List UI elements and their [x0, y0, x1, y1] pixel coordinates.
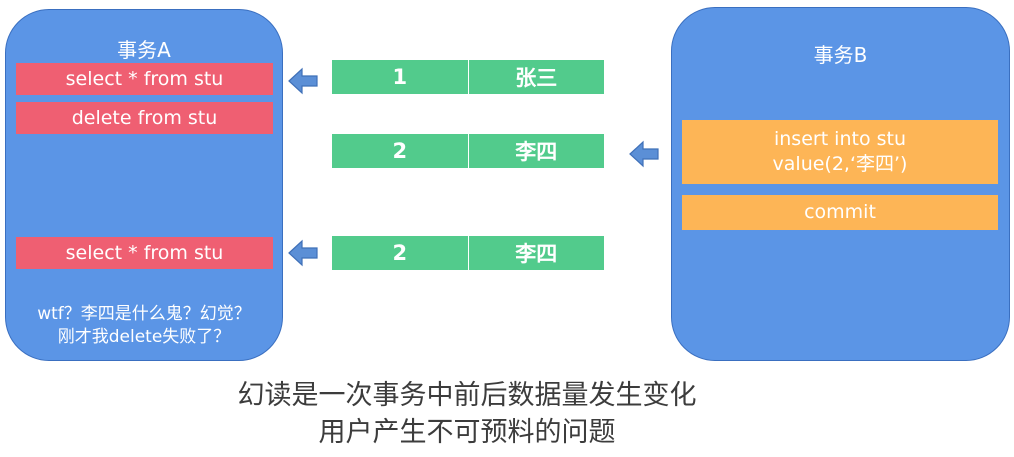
row-2-id: 2	[392, 139, 408, 163]
transaction-b-commit: commit	[682, 195, 998, 230]
data-row-3: 2 李四	[332, 236, 604, 270]
data-row-1: 1 张三	[332, 60, 604, 94]
row-2-name: 李四	[467, 134, 605, 168]
transaction-a-select-1: select * from stu	[16, 63, 273, 95]
transaction-b-title: 事务B	[813, 43, 868, 67]
arrow-left-icon	[288, 239, 318, 267]
caption-line-2: 用户产生不可预料的问题	[318, 417, 616, 448]
row-3-name: 李四	[467, 236, 605, 270]
transaction-a-title: 事务A	[117, 38, 171, 62]
transaction-a-delete: delete from stu	[16, 102, 273, 134]
transaction-a-select-2: select * from stu	[16, 237, 273, 269]
row-1-id: 1	[392, 65, 408, 89]
note-line-2: 刚才我delete失败了？	[57, 327, 231, 347]
row-1-name: 张三	[467, 60, 605, 94]
data-row-2: 2 李四	[332, 134, 604, 168]
note-line-1: wtf？李四是什么鬼？幻觉？	[37, 304, 251, 324]
transaction-a-panel: 事务A select * from stu delete from stu se…	[5, 9, 283, 361]
caption-line-1: 幻读是一次事务中前后数据量发生变化	[237, 380, 697, 411]
transaction-b-insert: insert into stu value(2,‘李四’)	[682, 120, 998, 184]
row-3-id: 2	[392, 241, 408, 265]
insert-line-2: value(2,‘李四’)	[772, 153, 908, 175]
transaction-b-panel: 事务B insert into stu value(2,‘李四’) commit	[671, 7, 1010, 361]
insert-line-1: insert into stu	[773, 128, 907, 151]
transaction-a-note: wtf？李四是什么鬼？幻觉？ 刚才我delete失败了？	[6, 303, 282, 349]
arrow-left-icon	[629, 140, 659, 168]
arrow-left-icon	[288, 67, 318, 95]
